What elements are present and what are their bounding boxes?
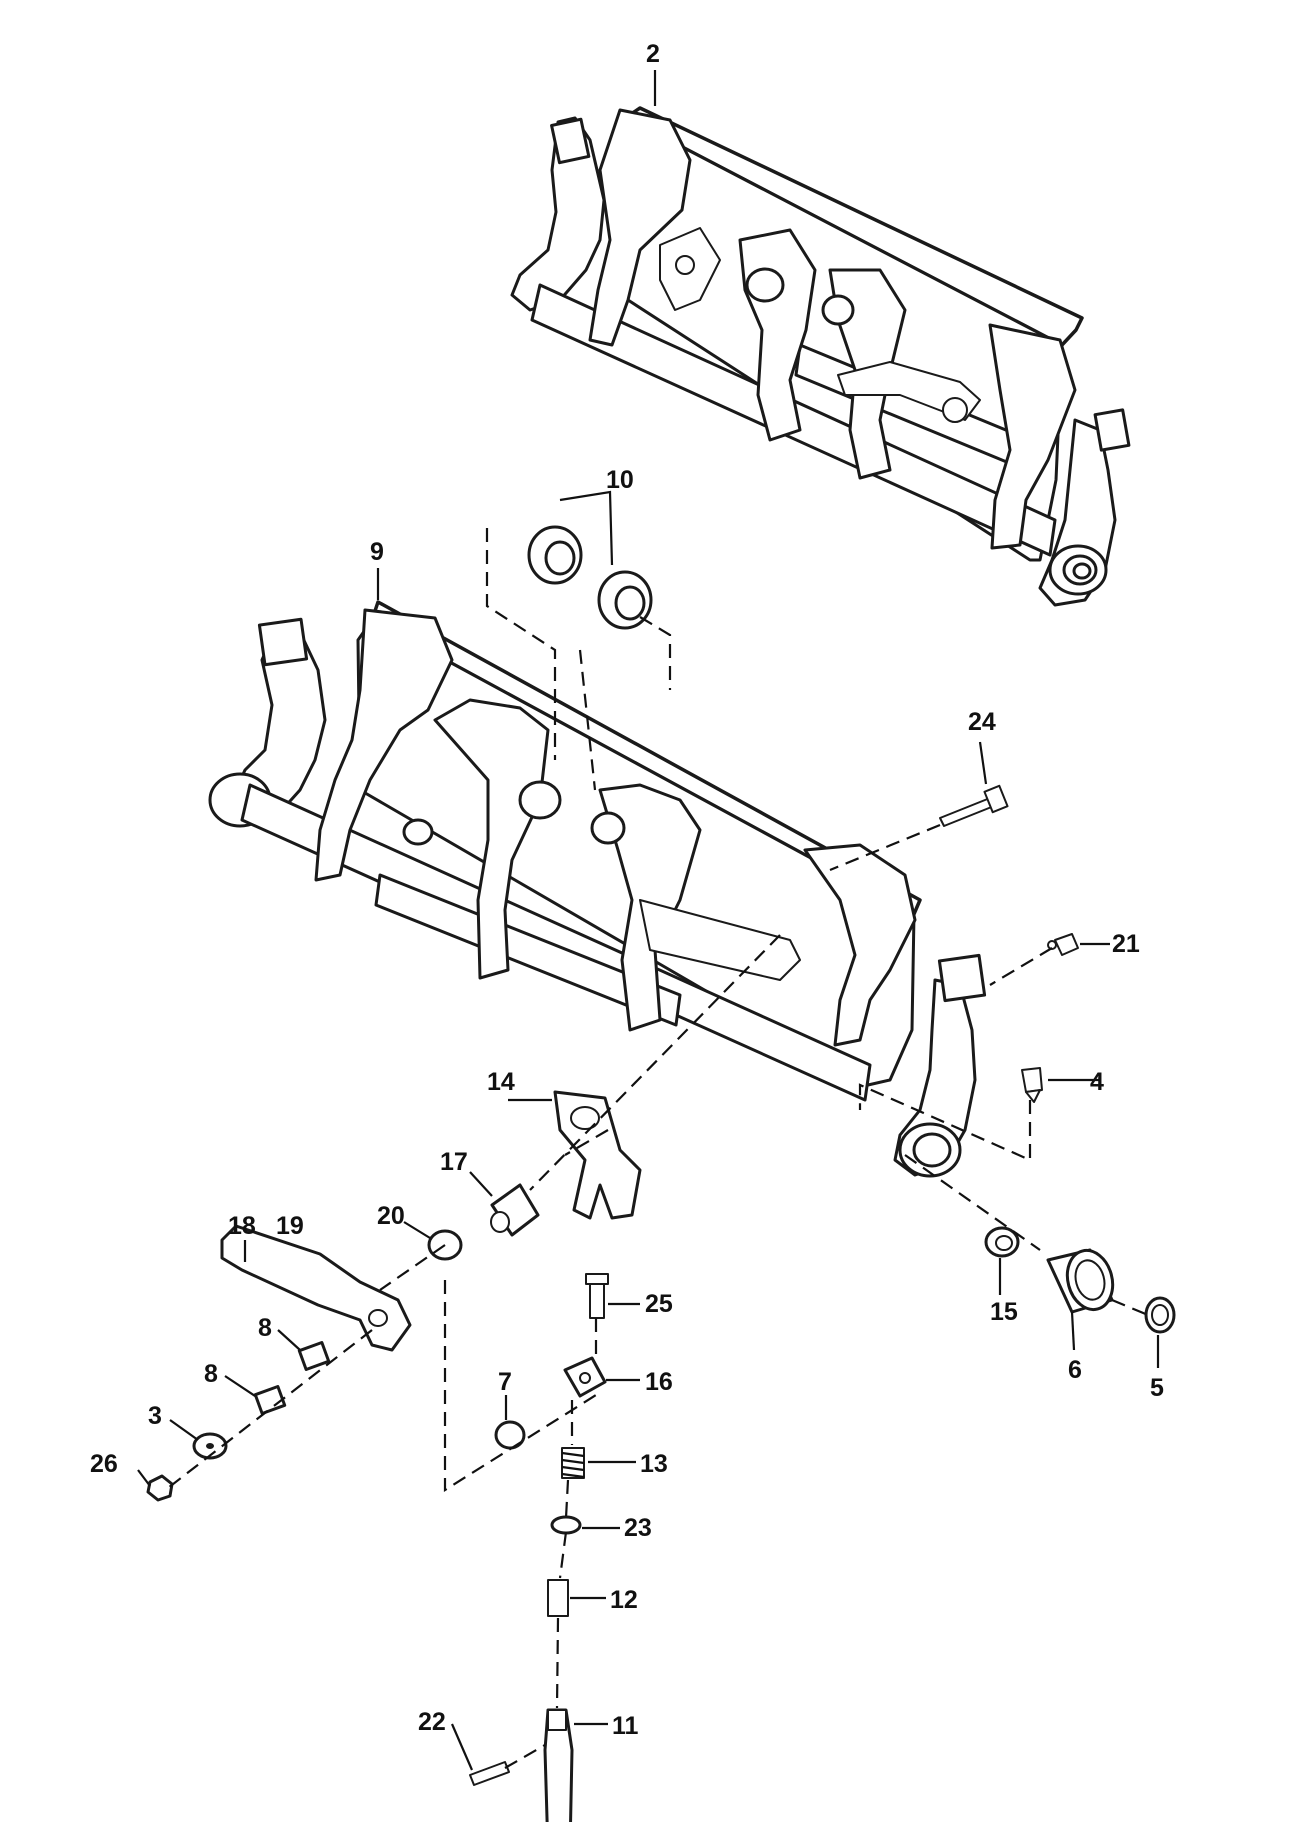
part-17-pin (490, 1183, 540, 1237)
callout-6: 6 (1068, 1356, 1082, 1384)
callout-25: 25 (645, 1290, 673, 1318)
part-5-ring (1144, 1296, 1176, 1334)
part-21-fitting (1047, 933, 1079, 956)
leader-lines (137, 70, 1160, 1771)
callout-23: 23 (624, 1514, 652, 1542)
callout-4: 4 (1090, 1068, 1104, 1096)
part-8-spacer-upper (297, 1340, 331, 1372)
callout-11: 11 (612, 1712, 639, 1740)
part-8-spacer-lower (253, 1384, 287, 1416)
callout-2: 2 (646, 40, 660, 68)
callout-12: 12 (610, 1586, 638, 1614)
part-11-latch-pin (543, 1708, 574, 1822)
part-16-clevis (563, 1356, 607, 1398)
callout-22: 22 (418, 1708, 446, 1736)
part-26-nut (146, 1474, 174, 1502)
part-18-19-handle (220, 1224, 412, 1352)
assembly-9-frame (208, 600, 987, 1178)
part-6-bushing (1046, 1248, 1115, 1314)
callout-24: 24 (968, 708, 996, 736)
assembly-2-quick-attach-plate (510, 106, 1131, 607)
callout-20: 20 (377, 1202, 405, 1230)
part-10-bushings (527, 525, 653, 630)
callout-19: 19 (276, 1212, 304, 1240)
part-22-roll-pin (469, 1761, 510, 1786)
callout-labels: 2 10 9 24 21 4 14 17 18 19 20 15 6 5 25 … (90, 40, 1164, 1740)
callout-14: 14 (487, 1068, 515, 1096)
callout-10: 10 (606, 466, 634, 494)
part-13-spring (561, 1447, 585, 1479)
part-14-latch-plate (553, 1090, 642, 1220)
callout-9: 9 (370, 538, 384, 566)
callout-5: 5 (1150, 1374, 1164, 1402)
callout-15: 15 (990, 1298, 1018, 1326)
part-25-screw (585, 1273, 609, 1319)
callout-7: 7 (498, 1368, 512, 1396)
callout-13: 13 (640, 1450, 668, 1478)
part-24-bolt (939, 784, 1009, 827)
callout-26: 26 (90, 1450, 118, 1478)
callout-16: 16 (645, 1368, 673, 1396)
part-12-pin (547, 1579, 569, 1617)
callout-8a: 8 (258, 1314, 272, 1342)
part-3-washer (192, 1432, 228, 1460)
part-4-grease-fitting (1021, 1067, 1043, 1103)
callout-18: 18 (228, 1212, 256, 1240)
callout-8b: 8 (204, 1360, 218, 1388)
assembly-lines (167, 528, 1149, 1769)
callout-17: 17 (440, 1148, 468, 1176)
callout-3: 3 (148, 1402, 162, 1430)
part-15-seal (984, 1226, 1020, 1258)
callout-21: 21 (1112, 930, 1140, 958)
part-23-washer (550, 1515, 582, 1535)
